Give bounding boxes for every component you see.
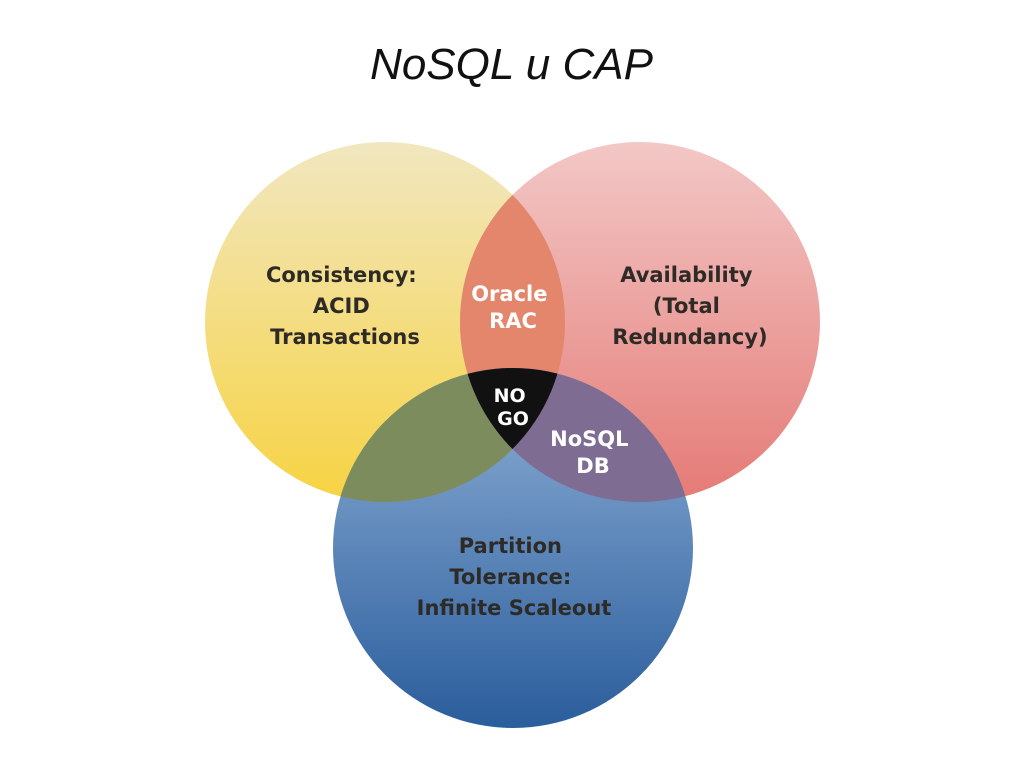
no-go-label: NO GO — [494, 385, 533, 430]
consistency-partition-overlap — [333, 368, 565, 502]
oracle-rac-label: Oracle RAC — [471, 282, 555, 333]
partition-label: Partition Tolerance: Infinite Scaleout — [417, 534, 612, 620]
availability-label: Availability (Total Redundancy) — [612, 263, 767, 349]
consistency-label: Consistency: ACID Transactions — [266, 263, 424, 349]
nosql-db-overlap — [460, 368, 693, 502]
slide-title: NoSQL и CAP — [370, 40, 653, 89]
nosql-db-label: NoSQL DB — [550, 427, 636, 478]
